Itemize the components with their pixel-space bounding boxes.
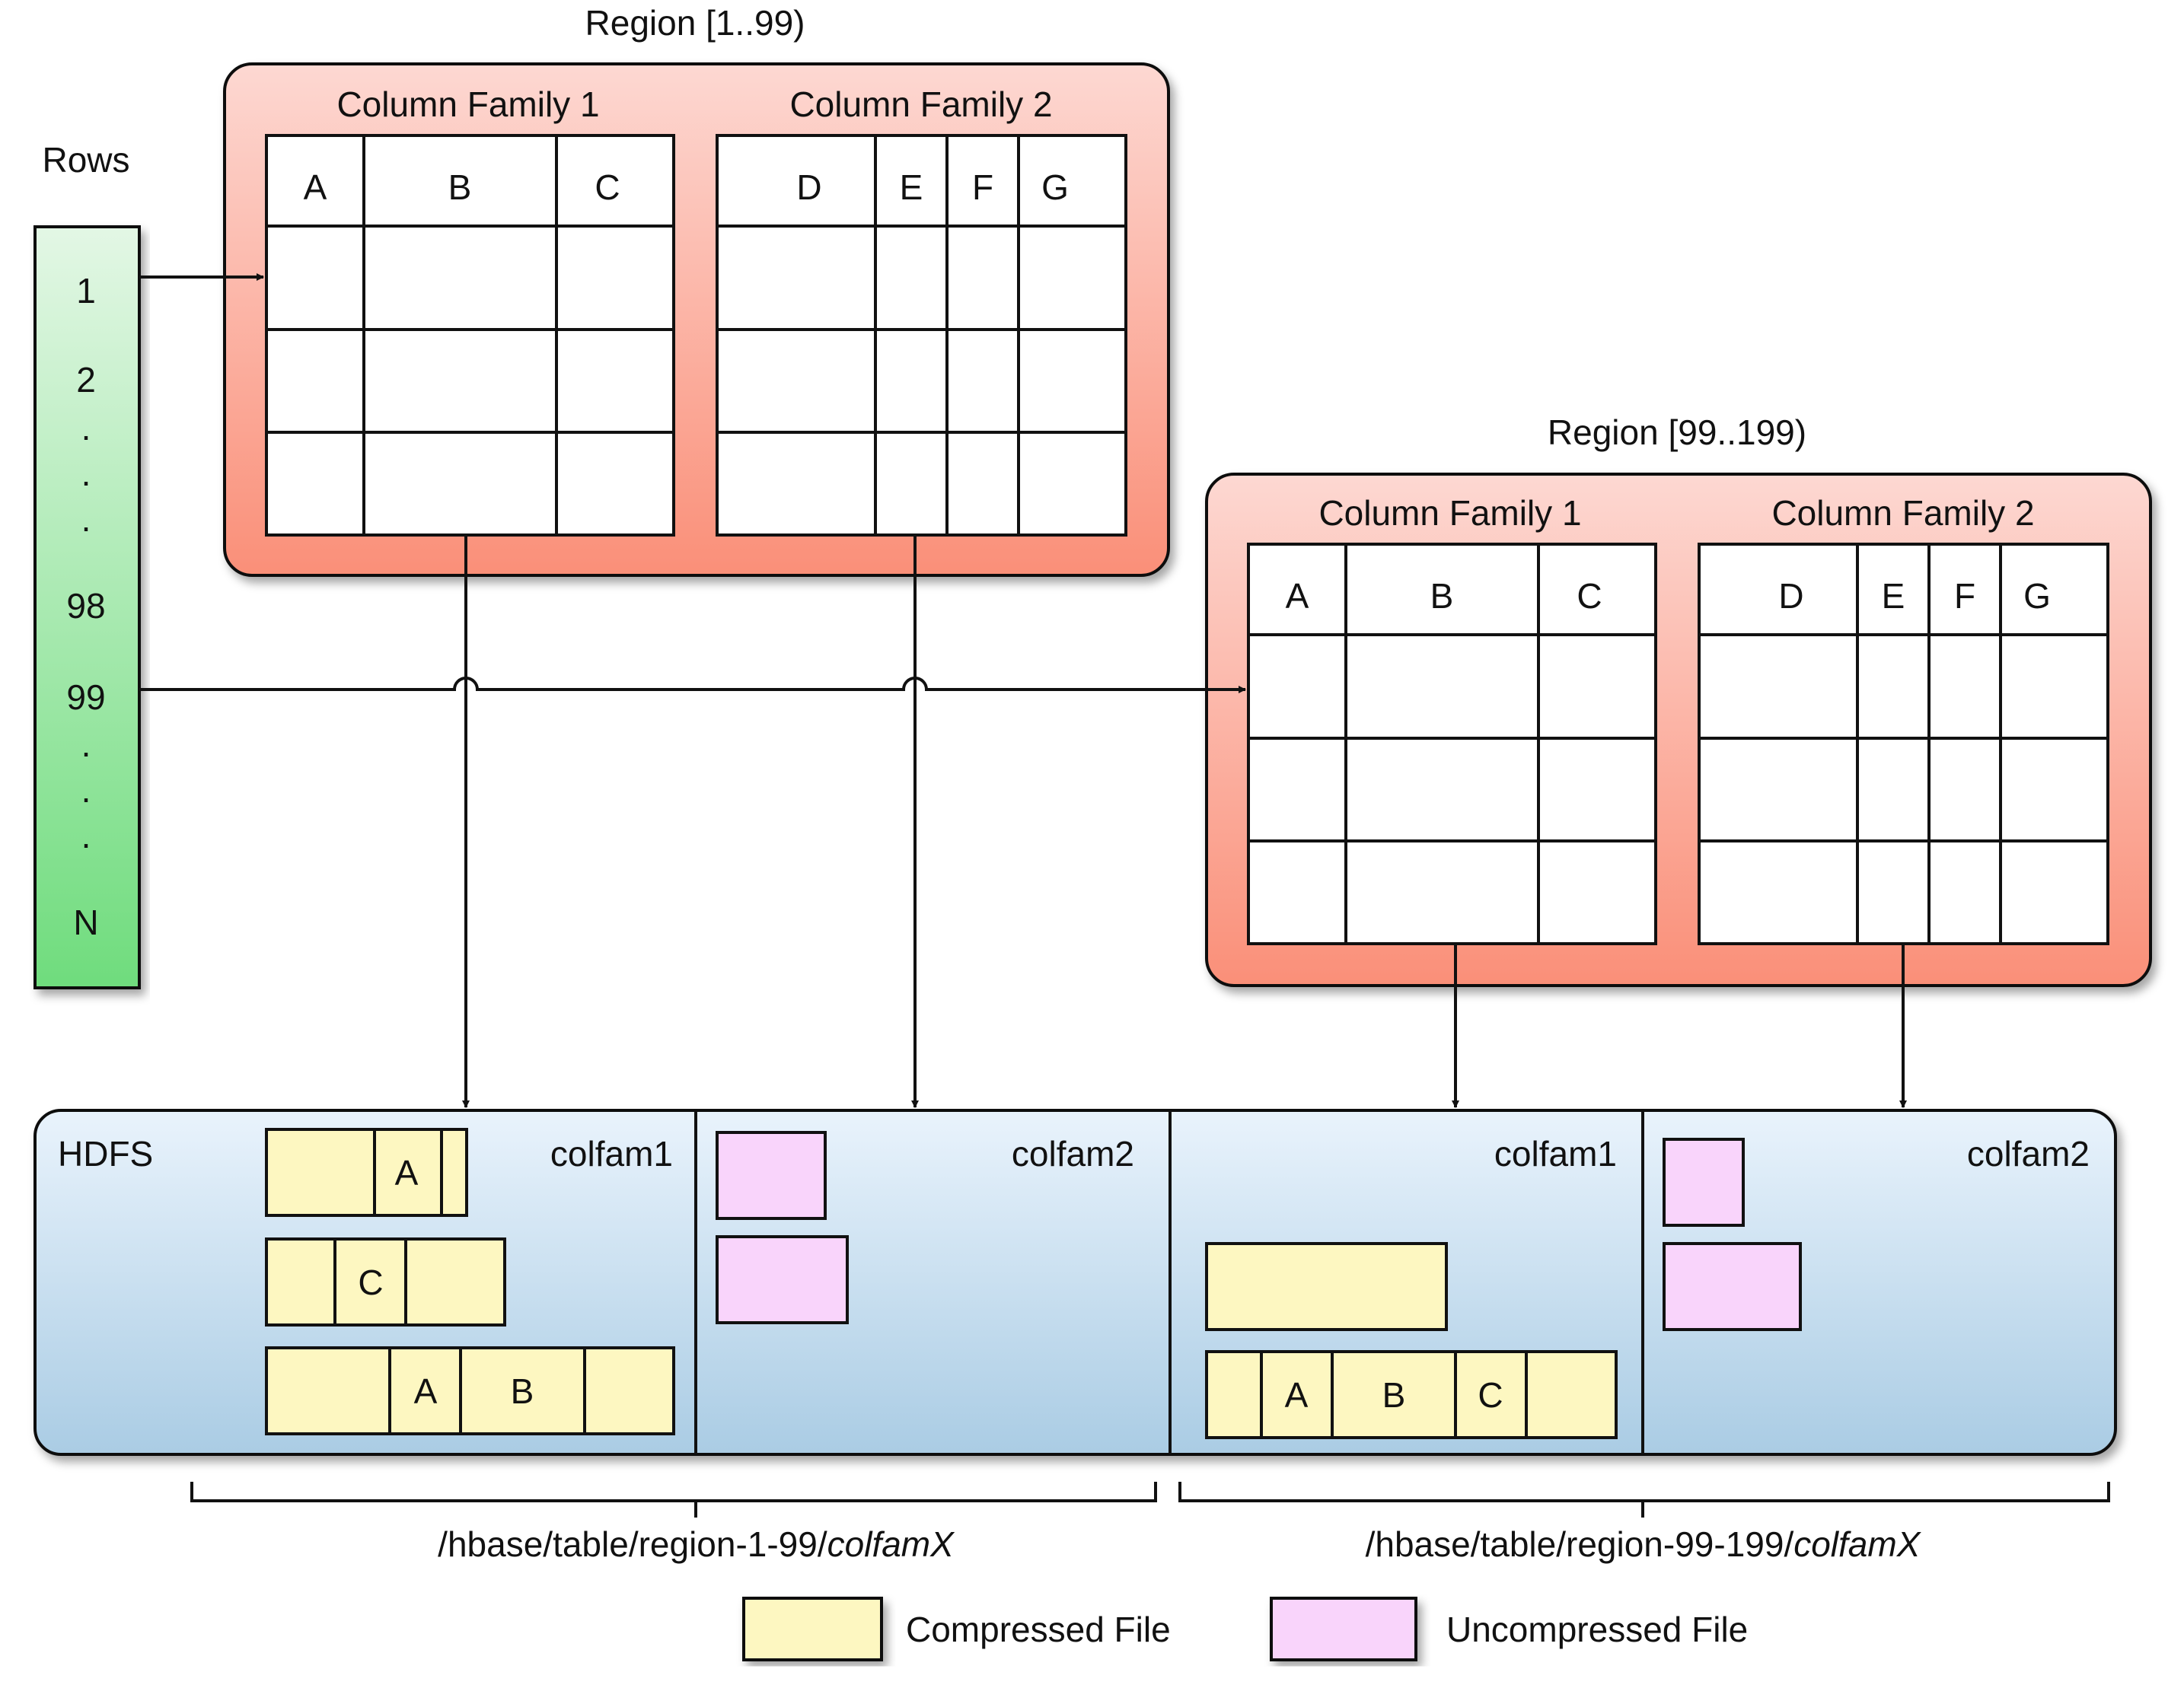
column-header: A [304,167,327,207]
column-header: F [972,167,993,207]
region-1-cf1-title: Column Family 1 [336,84,599,124]
file-block-label: B [1382,1375,1406,1415]
uncompressed-file [716,1131,827,1220]
row-label: . [81,770,91,810]
compressed-file: A B [265,1346,675,1435]
row-label: 1 [76,271,96,311]
hdfs-section-label: colfam2 [1012,1134,1134,1174]
file-block-label: A [395,1153,419,1193]
column-header: E [1882,576,1905,616]
column-header: C [1577,576,1602,616]
column-header: G [2023,576,2051,616]
legend-uncompressed-swatch [1270,1597,1417,1661]
region-2-cf2-title: Column Family 2 [1771,493,2034,533]
row-label: 98 [66,586,105,626]
region-2-cf1-title: Column Family 1 [1318,493,1581,533]
region-1-title: Region [1..99) [585,3,805,43]
row-99-arrow [139,677,1246,693]
file-block-label: A [414,1371,438,1411]
compressed-file: A [265,1128,468,1217]
row-label: . [81,725,91,764]
compressed-file: C [265,1237,506,1327]
row-label: . [81,499,91,539]
connectors [139,273,1907,1108]
row-label: N [73,903,98,942]
row-label: 99 [66,677,105,717]
region-1-cf2-title: Column Family 2 [789,84,1052,124]
compressed-file: A B C [1205,1350,1618,1439]
region-1-cf2-table: D E F G [716,134,1127,537]
column-header: D [1778,576,1803,616]
path-suffix: colfamX [1793,1524,1921,1564]
file-block-label: C [1478,1375,1503,1415]
rows-bar [33,225,141,989]
row-label: . [81,816,91,855]
region-2-cf1-table: A B C [1247,543,1657,945]
path-prefix: /hbase/table/region-1-99/ [438,1524,827,1564]
rows-title: Rows [42,140,129,180]
uncompressed-file [1663,1138,1745,1227]
path-bracket-2 [1178,1482,2110,1518]
uncompressed-file [716,1235,849,1324]
path-suffix: colfamX [827,1524,955,1564]
legend-uncompressed-label: Uncompressed File [1446,1610,1748,1649]
path-label-2: /hbase/table/region-99-199/colfamX [1366,1524,1922,1564]
region-2-cf2-table: D E F G [1698,543,2109,945]
file-block-label: A [1285,1375,1309,1415]
column-header: C [595,167,620,207]
path-prefix: /hbase/table/region-99-199/ [1366,1524,1794,1564]
row-labels: 1 2 . . . 98 99 . . . N [66,271,105,942]
legend-compressed-label: Compressed File [906,1610,1171,1649]
hdfs-title: HDFS [58,1134,153,1174]
column-header: E [900,167,923,207]
column-header: F [1954,576,1975,616]
hdfs-section-label: colfam1 [550,1134,673,1174]
column-header: D [796,167,821,207]
legend-compressed-swatch [742,1597,883,1661]
hdfs-section-label: colfam1 [1494,1134,1617,1174]
hdfs-section-label: colfam2 [1967,1134,2090,1174]
column-header: B [1430,576,1454,616]
region-1-cf1-table: A B C [265,134,675,537]
row-label: . [81,454,91,493]
region-2-title: Region [99..199) [1548,412,1806,452]
column-header: B [448,167,472,207]
column-header: A [1286,576,1309,616]
path-bracket-1 [190,1482,1157,1518]
row-label: . [81,408,91,447]
uncompressed-file [1663,1242,1802,1331]
path-label-1: /hbase/table/region-1-99/colfamX [438,1524,955,1564]
file-block-label: B [511,1371,534,1411]
compressed-file [1205,1242,1448,1331]
column-header: G [1041,167,1069,207]
row-label: 2 [76,360,96,400]
file-block-label: C [358,1263,383,1302]
